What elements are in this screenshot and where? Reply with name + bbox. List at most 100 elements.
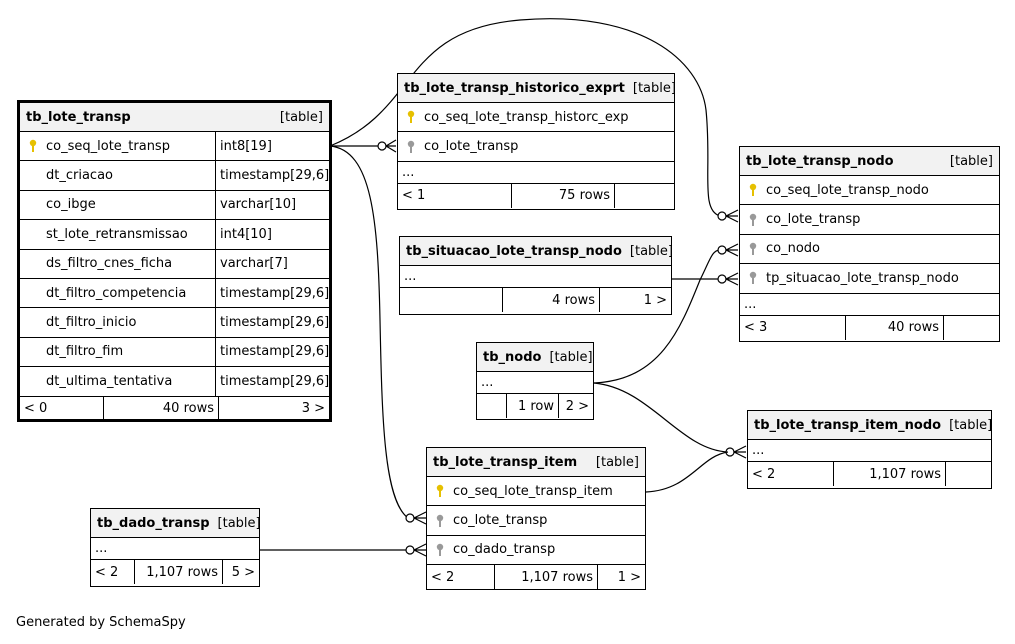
edge-crowfoot bbox=[725, 272, 739, 286]
edge-lote-transp-item bbox=[329, 145, 409, 519]
children-count[interactable]: 5 > bbox=[231, 564, 255, 580]
children-count[interactable]: 1 > bbox=[643, 292, 667, 308]
table-header: tb_lote_transp_historico_exprt [table] bbox=[398, 74, 676, 103]
column-row: co_seq_lote_transp_historc_exp bbox=[398, 103, 674, 133]
table-header: tb_dado_transp [table] bbox=[91, 509, 261, 538]
table-type: [table] bbox=[217, 515, 261, 531]
table-name: tb_nodo bbox=[483, 349, 542, 365]
table-nodo[interactable]: tb_nodo [table] ... 1 row 2 > bbox=[476, 342, 594, 420]
row-count: 1,107 rows bbox=[135, 560, 223, 584]
column-row: co_seq_lote_transp_item bbox=[427, 477, 645, 507]
column-row: co_seq_lote_transp_nodo bbox=[740, 176, 999, 206]
more-columns: ... bbox=[398, 162, 674, 184]
table-footer: < 2 1,107 rows bbox=[748, 462, 991, 486]
table-dado-transp[interactable]: tb_dado_transp [table] ... < 2 1,107 row… bbox=[90, 508, 261, 587]
parents-count[interactable] bbox=[477, 394, 507, 418]
edge-crowfoot bbox=[725, 243, 739, 257]
column-type: timestamp[29,6] bbox=[215, 278, 329, 308]
column-row: co_lote_transp bbox=[398, 132, 674, 162]
edge-item-item-nodo bbox=[645, 451, 729, 493]
children-count[interactable] bbox=[615, 184, 674, 208]
column-row: co_dado_transp bbox=[427, 536, 645, 566]
column-row: st_lote_retransmissao int4[10] bbox=[20, 220, 329, 250]
table-situacao-lote-transp-nodo[interactable]: tb_situacao_lote_transp_nodo [table] ...… bbox=[399, 236, 673, 315]
edge-nodo-item-nodo bbox=[593, 382, 729, 453]
table-footer: 4 rows 1 > bbox=[400, 288, 671, 312]
table-lote-transp[interactable]: tb_lote_transp [table] co_seq_lote_trans… bbox=[17, 100, 332, 422]
table-type: [table] bbox=[629, 243, 673, 259]
parents-count[interactable] bbox=[400, 288, 503, 312]
table-lote-transp-nodo[interactable]: tb_lote_transp_nodo [table] co_seq_lote_… bbox=[739, 146, 1000, 342]
foreign-key-icon bbox=[740, 242, 766, 256]
table-lote-transp-item[interactable]: tb_lote_transp_item [table] co_seq_lote_… bbox=[426, 447, 646, 590]
column-name: st_lote_retransmissao bbox=[46, 226, 188, 242]
table-header: tb_nodo [table] bbox=[477, 343, 593, 372]
column-name: tp_situacao_lote_transp_nodo bbox=[766, 270, 959, 286]
edge-crowfoot bbox=[725, 209, 739, 223]
parents-count[interactable]: < 1 bbox=[398, 183, 512, 208]
table-footer: 1 row 2 > bbox=[477, 394, 593, 418]
children-count[interactable] bbox=[946, 462, 991, 486]
table-lote-transp-item-nodo[interactable]: tb_lote_transp_item_nodo [table] ... < 2… bbox=[747, 410, 992, 489]
table-type: [table] bbox=[549, 349, 593, 365]
edge-crowfoot bbox=[413, 511, 427, 525]
column-row: dt_filtro_fim timestamp[29,6] bbox=[20, 337, 329, 368]
table-header: tb_lote_transp_nodo [table] bbox=[740, 147, 999, 176]
table-footer: < 2 1,107 rows 1 > bbox=[427, 565, 645, 590]
edge-nodo-lote-nodo bbox=[593, 249, 721, 384]
edge-marker bbox=[717, 211, 727, 221]
foreign-key-icon bbox=[740, 271, 766, 285]
children-count[interactable]: 1 > bbox=[617, 569, 641, 585]
children-count[interactable] bbox=[944, 316, 999, 340]
row-count: 1,107 rows bbox=[495, 565, 598, 590]
column-row: tp_situacao_lote_transp_nodo bbox=[740, 264, 999, 294]
column-name: co_lote_transp bbox=[766, 212, 861, 228]
column-row: co_ibge varchar[10] bbox=[20, 190, 329, 221]
more-columns: ... bbox=[400, 266, 671, 288]
table-historico-exprt[interactable]: tb_lote_transp_historico_exprt [table] c… bbox=[397, 73, 676, 210]
column-name: dt_criacao bbox=[46, 168, 113, 184]
children-count[interactable]: 3 > bbox=[301, 401, 325, 417]
column-type: timestamp[29,6] bbox=[215, 367, 329, 396]
column-name: co_seq_lote_transp_item bbox=[453, 483, 613, 499]
table-footer: < 2 1,107 rows 5 > bbox=[91, 560, 259, 584]
table-name: tb_lote_transp_nodo bbox=[746, 153, 894, 169]
parents-count[interactable]: < 2 bbox=[91, 560, 135, 584]
primary-key-icon bbox=[427, 484, 453, 498]
edge-crowfoot bbox=[733, 445, 747, 459]
column-name: co_dado_transp bbox=[453, 542, 556, 558]
table-header: tb_situacao_lote_transp_nodo [table] bbox=[400, 237, 673, 266]
edge-marker bbox=[405, 545, 415, 555]
column-row: dt_ultima_tentativa timestamp[29,6] bbox=[20, 367, 329, 397]
column-name: co_seq_lote_transp_nodo bbox=[766, 182, 929, 198]
edge-crowfoot bbox=[413, 543, 427, 557]
row-count: 1,107 rows bbox=[834, 462, 946, 486]
edge-marker bbox=[405, 513, 415, 523]
table-header: tb_lote_transp_item_nodo [table] bbox=[748, 411, 992, 440]
parents-count[interactable]: < 0 bbox=[20, 396, 104, 421]
column-name: dt_filtro_fim bbox=[46, 344, 124, 360]
column-type: timestamp[29,6] bbox=[215, 161, 329, 190]
column-name: dt_filtro_competencia bbox=[46, 285, 187, 301]
column-name: co_ibge bbox=[46, 197, 96, 213]
table-name: tb_dado_transp bbox=[97, 515, 210, 531]
table-header: tb_lote_transp_item [table] bbox=[427, 448, 645, 477]
children-count[interactable]: 2 > bbox=[565, 398, 589, 414]
table-name: tb_lote_transp_item_nodo bbox=[754, 417, 942, 433]
table-type: [table] bbox=[595, 454, 639, 470]
parents-count[interactable]: < 2 bbox=[748, 462, 834, 486]
parents-count[interactable]: < 2 bbox=[427, 565, 495, 590]
column-row: dt_filtro_competencia timestamp[29,6] bbox=[20, 278, 329, 309]
row-count: 75 rows bbox=[512, 183, 615, 208]
column-type: int8[19] bbox=[215, 132, 329, 161]
parents-count[interactable]: < 3 bbox=[740, 315, 846, 340]
column-row: co_lote_transp bbox=[427, 506, 645, 536]
column-row: ds_filtro_cnes_ficha varchar[7] bbox=[20, 249, 329, 279]
row-count: 1 row bbox=[507, 394, 559, 418]
column-name: co_lote_transp bbox=[453, 513, 548, 529]
edge-marker bbox=[377, 141, 387, 151]
column-name: co_lote_transp bbox=[424, 139, 519, 155]
table-header: tb_lote_transp [table] bbox=[20, 103, 329, 132]
column-name: dt_ultima_tentativa bbox=[46, 373, 173, 389]
more-columns: ... bbox=[748, 440, 991, 462]
